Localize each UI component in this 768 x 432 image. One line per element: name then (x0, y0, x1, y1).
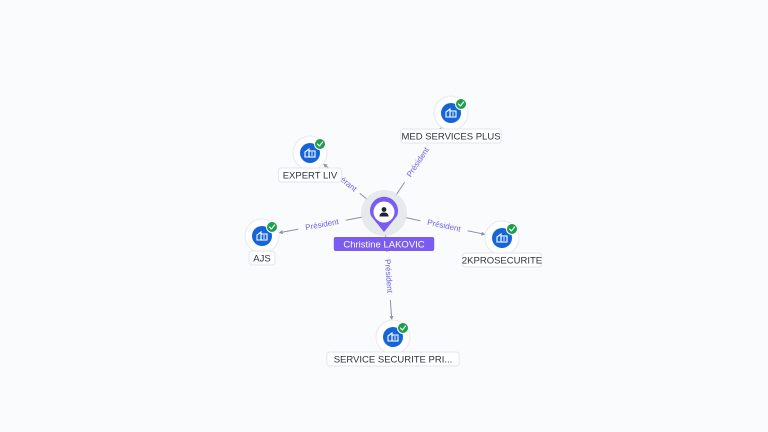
edge-role-label: Président (427, 218, 463, 234)
center-person-node[interactable]: Christine LAKOVIC (333, 190, 435, 251)
company-name-label: EXPERT LIV (283, 170, 338, 181)
company-node-service-securite-pri[interactable]: SERVICE SECURITE PRI... (326, 319, 460, 367)
edge-2kprosecurite: Président (404, 216, 486, 236)
company-node-disc (383, 327, 403, 347)
center-node-disc (373, 201, 395, 223)
company-node-disc (300, 143, 320, 163)
person-icon (379, 207, 389, 217)
company-node-expert-liv[interactable]: EXPERT LIV (277, 135, 343, 183)
center-person-name: Christine LAKOVIC (343, 239, 424, 250)
building-icon (445, 107, 457, 118)
nodes-layer: EXPERT LIV MED SERVICES PLUS AJS 2KPROSECUR… (244, 95, 543, 367)
edge-role-label: Président (383, 259, 394, 294)
company-node-disc (252, 226, 272, 246)
edge-role-label: Président (305, 217, 341, 232)
company-label-box (400, 128, 502, 144)
company-label-box (248, 250, 276, 266)
edge-ajs: Président (278, 216, 364, 235)
company-name-label: MED SERVICES PLUS (401, 131, 500, 142)
edge-line-segment (467, 230, 486, 236)
company-node-2kprosecurite[interactable]: 2KPROSECURITE (461, 220, 543, 268)
company-name-label: SERVICE SECURITE PRI... (334, 354, 453, 365)
building-icon (256, 230, 268, 241)
company-node-disc (492, 228, 512, 248)
edge-line-segment (278, 228, 299, 235)
company-label-box (326, 351, 460, 367)
verified-check-icon (506, 223, 518, 235)
edge-line-segment (345, 216, 364, 221)
company-node-med-services-plus[interactable]: MED SERVICES PLUS (400, 95, 502, 144)
building-icon (304, 147, 316, 158)
company-node-ajs[interactable]: AJS (244, 218, 280, 266)
edge-line-segment (395, 181, 406, 196)
edge-line-segment (404, 216, 421, 222)
edge-role-label: Président (405, 145, 432, 179)
company-label-box (461, 252, 543, 268)
verified-check-icon (314, 138, 326, 150)
verified-check-icon (266, 221, 278, 233)
company-label-box (277, 167, 343, 183)
verified-check-icon (397, 322, 409, 334)
company-name-label: AJS (253, 253, 270, 264)
company-name-label: 2KPROSECURITE (462, 255, 542, 266)
building-icon (496, 232, 508, 243)
verified-check-icon (455, 98, 467, 110)
edge-line-segment (389, 300, 394, 321)
company-node-disc (441, 103, 461, 123)
center-label-box (333, 237, 435, 251)
building-icon (387, 331, 399, 342)
